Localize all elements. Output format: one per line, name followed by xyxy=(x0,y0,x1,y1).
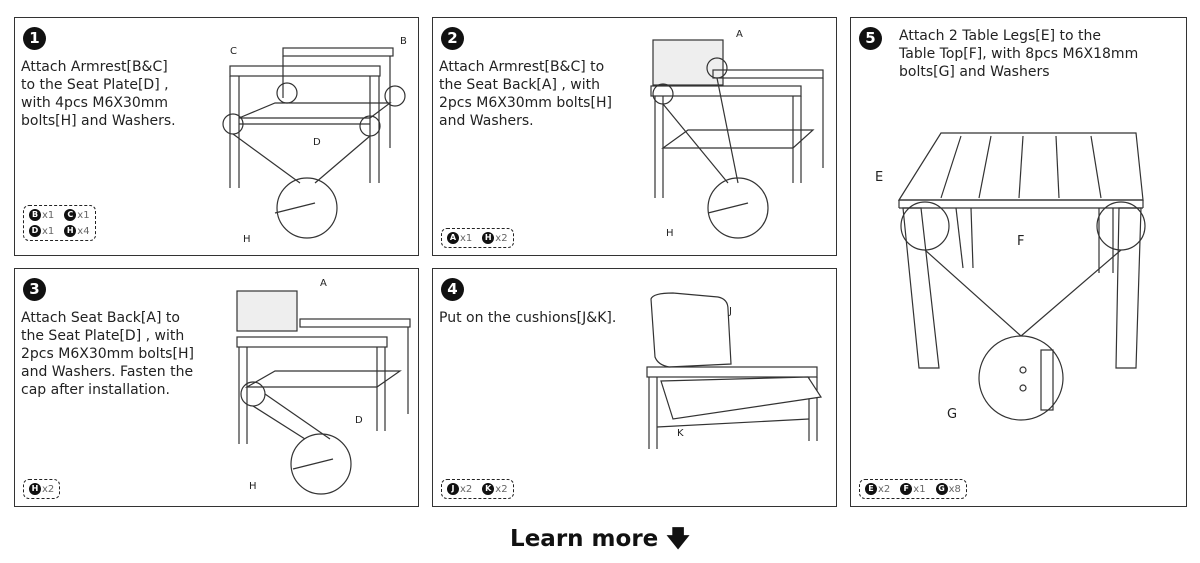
part-label-c: C xyxy=(230,46,237,57)
table-illustration: E F G xyxy=(875,132,1146,422)
armrest-seat-illustration: C B D H xyxy=(222,36,407,245)
seatback-seat-illustration: A D H xyxy=(236,278,411,495)
part-qty: x2 xyxy=(495,232,508,244)
arrow-down-icon: 🡇 xyxy=(666,526,690,552)
step-number: 5 xyxy=(859,27,882,50)
step-instruction: Attach Seat Back[A] to the Seat Plate[D]… xyxy=(21,310,194,398)
part-qty: x1 xyxy=(460,232,473,244)
step-3-panel: 3 Attach Seat Back[A] to the Seat Plate[… xyxy=(14,268,419,507)
part-qty: x4 xyxy=(77,225,90,237)
part-qty: x2 xyxy=(42,483,55,495)
part-badge: C xyxy=(64,209,77,221)
part-qty: x1 xyxy=(913,483,926,495)
part-qty: x1 xyxy=(42,225,55,237)
part-qty: x2 xyxy=(495,483,508,495)
part-label-k: K xyxy=(677,428,684,439)
part-label-h: H xyxy=(666,228,674,239)
part-label-f: F xyxy=(1017,234,1024,249)
part-badge: G xyxy=(935,483,948,495)
part-label-d: D xyxy=(355,415,363,426)
part-qty: x2 xyxy=(878,483,891,495)
part-qty: x1 xyxy=(77,209,90,221)
step-number: 1 xyxy=(23,27,46,50)
part-badge: D xyxy=(29,225,41,237)
part-badge: F xyxy=(900,483,913,495)
step-number: 4 xyxy=(441,278,464,301)
part-label-b: B xyxy=(400,36,407,47)
part-badge: H xyxy=(29,483,41,495)
seatback-armrest-illustration: A H xyxy=(650,29,824,239)
part-badge: B xyxy=(29,209,41,221)
learn-more-label: Learn more xyxy=(510,526,659,552)
part-label-d: D xyxy=(313,137,321,148)
step-instruction: Attach 2 Table Legs[E] to the Table Top[… xyxy=(899,28,1139,80)
part-label-g: G xyxy=(947,407,957,422)
step-instruction: Attach Armrest[B&C] to the Seat Back[A] … xyxy=(439,59,612,129)
step-number: 3 xyxy=(23,278,46,301)
part-label-e: E xyxy=(875,170,883,185)
part-badge: J xyxy=(447,483,459,495)
part-badge: H xyxy=(64,225,77,237)
part-label-h: H xyxy=(249,481,257,492)
part-badge: E xyxy=(865,483,877,495)
step-number: 2 xyxy=(441,27,464,50)
part-badge: A xyxy=(447,232,459,244)
part-label-h: H xyxy=(243,234,251,245)
cushions-illustration: J K xyxy=(646,292,823,449)
step-5-panel: 5 Attach 2 Table Legs[E] to the Table To… xyxy=(850,17,1187,507)
step-instruction: Attach Armrest[B&C] to the Seat Plate[D]… xyxy=(21,59,176,129)
part-label-a: A xyxy=(320,278,327,289)
part-badge: H xyxy=(482,232,495,244)
part-qty: x1 xyxy=(42,209,55,221)
learn-more-link[interactable]: Learn more 🡇 xyxy=(0,522,1200,561)
part-qty: x8 xyxy=(948,483,961,495)
part-label-a: A xyxy=(736,29,743,40)
part-qty: x2 xyxy=(460,483,473,495)
step-2-panel: 2 Attach Armrest[B&C] to the Seat Back[A… xyxy=(432,17,837,256)
step-1-panel: 1 Attach Armrest[B&C] to the Seat Plate[… xyxy=(14,17,419,256)
part-label-j: J xyxy=(728,306,732,317)
part-badge: K xyxy=(482,483,495,495)
step-instruction: Put on the cushions[J&K]. xyxy=(439,310,617,326)
